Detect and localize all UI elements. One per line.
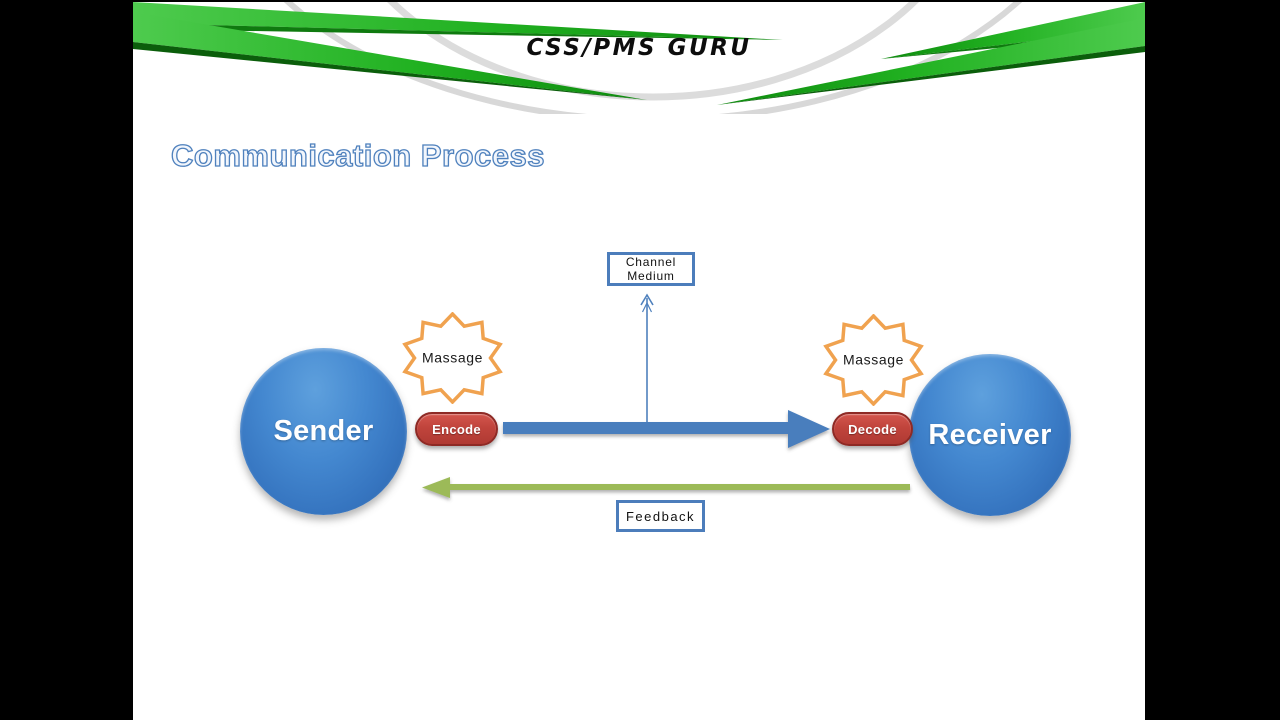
connector-arrows [422,293,910,498]
channel-arrow [640,293,654,422]
receiver-label: Receiver [928,418,1052,451]
left-swoosh [133,2,783,100]
right-swoosh [717,2,1145,105]
channel-label-line1: Channel [625,255,677,269]
channel-label-line2: Medium [627,269,675,283]
sender-label: Sender [273,415,374,447]
feedback-arrow [422,477,910,498]
brand-text: CSS/PMS GURU [526,35,752,61]
sender-node: Sender [240,348,407,515]
decode-label: Decode [848,421,897,437]
message-right-label: Massage [842,351,904,368]
gray-arcs [284,2,1022,114]
decode-node: Decode [832,412,913,446]
channel-medium-box: Channel Medium [607,252,695,286]
encode-node: Encode [415,412,498,446]
starburst-icon [823,313,924,407]
page-title: Communication Process [170,137,545,173]
message-burst-left: Massage [400,311,505,405]
header-decoration [133,2,1145,114]
starburst-icon [402,311,503,405]
receiver-node: Receiver [909,354,1071,516]
slide-canvas: CSS/PMS GURU Communication Process Sende… [133,2,1145,720]
message-left-label: Massage [421,349,483,366]
message-arrow [503,410,830,448]
feedback-box: Feedback [616,500,705,532]
feedback-label: Feedback [625,508,696,524]
message-burst-right: Massage [821,313,926,407]
encode-label: Encode [432,421,481,437]
